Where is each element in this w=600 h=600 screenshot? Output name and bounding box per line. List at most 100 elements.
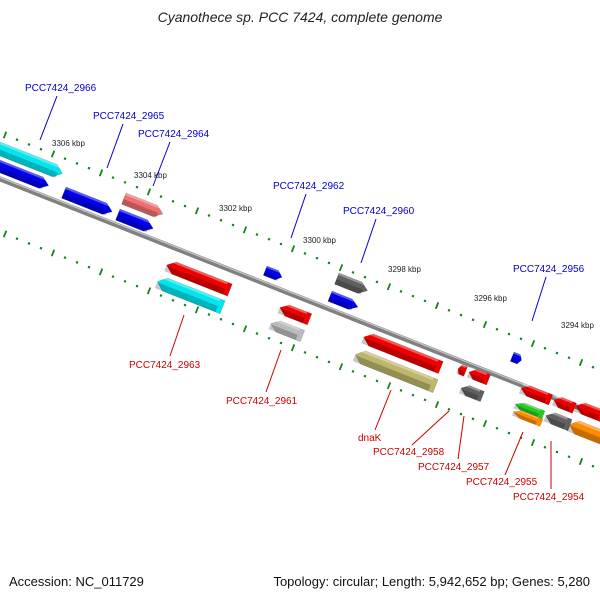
scale-tick-upper (567, 356, 571, 360)
scale-tick-lower (123, 279, 127, 283)
scale-tick-lower (242, 325, 248, 333)
scale-tick-lower (411, 393, 415, 397)
gene-PCC7424_2965 (61, 186, 113, 216)
scale-tick-upper (519, 337, 523, 341)
gene-PCC7424_2964 (121, 192, 164, 218)
gene-reverse-red (518, 383, 554, 406)
label-PCC7424_2957-leader (457, 415, 465, 460)
scale-label: 3296 kbp (474, 294, 507, 303)
scale-tick-lower (63, 256, 67, 260)
gene-dnaK (352, 348, 439, 393)
gene-reverse-red (361, 331, 444, 374)
scale-tick-lower (567, 455, 571, 459)
scale-tick-upper (267, 237, 271, 241)
gene-PCC7424_2962 (263, 265, 283, 281)
scale-tick-upper (351, 271, 355, 274)
scale-tick-lower (303, 351, 307, 354)
topology-text: Topology: circular; Length: 5,942,652 bp… (273, 574, 590, 589)
gene-reverse-red (164, 259, 233, 297)
scale-tick-lower (399, 388, 403, 392)
gene-PCC7424_2958 (456, 364, 468, 377)
label-PCC7424_2955: PCC7424_2955 (466, 477, 538, 488)
scale-tick-lower (75, 260, 79, 264)
scale-tick-upper (290, 245, 296, 253)
scale-tick-upper (183, 204, 187, 208)
gene-forward-grey (334, 272, 368, 295)
gene-reverse-red (466, 367, 491, 386)
backbone-highlight (0, 176, 600, 416)
label-PCC7424_2956: PCC7424_2956 (513, 264, 585, 275)
scale-tick-upper (231, 223, 235, 227)
scale-tick-upper (87, 166, 91, 170)
scale-label: 3302 kbp (219, 204, 252, 213)
scale-tick-lower (267, 336, 271, 340)
scale-tick-lower (50, 249, 56, 257)
scale-tick-lower (315, 355, 319, 359)
scale-tick-upper (219, 218, 223, 222)
scale-tick-upper (242, 226, 248, 234)
scale-tick-lower (111, 275, 115, 279)
scale-tick-lower (171, 298, 175, 302)
scale-tick-lower (578, 457, 584, 466)
scale-tick-lower (207, 313, 211, 316)
scale-tick-lower (146, 287, 152, 295)
gene-PCC7424_2966 (0, 139, 63, 178)
scale-tick-lower (591, 464, 595, 468)
gene-PCC7424_2960 (327, 290, 359, 311)
scale-tick-upper (434, 302, 440, 310)
scale-tick-lower (338, 363, 344, 371)
gene-PCC7424_2954 (566, 418, 600, 447)
scale-tick-lower (219, 317, 223, 321)
scale-tick-upper (399, 289, 403, 293)
scale-tick-upper (338, 264, 344, 272)
label-PCC7424_2955-leader (504, 431, 524, 476)
scale-label: 3298 kbp (388, 265, 421, 274)
scale-tick-upper (530, 339, 536, 348)
scale-tick-upper (146, 188, 152, 196)
scale-tick-upper (459, 313, 463, 317)
scale-tick-lower (386, 382, 392, 390)
scale-tick-lower (2, 230, 8, 238)
scale-tick-lower (183, 303, 187, 307)
scale-tick-lower (375, 379, 379, 383)
scale-tick-lower (543, 445, 547, 449)
scale-tick-lower (290, 344, 296, 352)
scale-tick-lower (471, 417, 475, 421)
gene-reverse-grey (543, 410, 573, 432)
scale-tick-lower (135, 284, 139, 288)
scale-tick-lower (447, 407, 451, 411)
scale-tick-lower (495, 426, 499, 430)
scale-tick-lower (98, 268, 104, 276)
gene-reverse-orange (512, 408, 544, 427)
scale-tick-upper (495, 327, 499, 331)
label-PCC7424_2963: PCC7424_2963 (129, 360, 201, 371)
scale-tick-upper (2, 131, 8, 139)
backbone-line (0, 176, 600, 419)
label-PCC7424_2958: PCC7424_2958 (373, 447, 445, 458)
gene-PCC7424_2963 (154, 275, 226, 315)
scale-tick-lower (279, 341, 283, 345)
scale-tick-upper (375, 280, 379, 284)
scale-tick-upper (255, 233, 259, 236)
label-PCC7424_2962: PCC7424_2962 (273, 181, 345, 192)
scale-label: 3300 kbp (303, 236, 336, 245)
scale-tick-lower (194, 306, 200, 314)
scale-tick-upper (423, 299, 427, 303)
scale-tick-lower (159, 294, 163, 298)
label-dnaK-leader (374, 389, 392, 431)
scale-tick-upper (75, 161, 79, 165)
scale-tick-upper (386, 283, 392, 291)
scale-tick-lower (39, 246, 43, 250)
gene-PCC7424_2957 (458, 383, 485, 403)
scale-tick-lower (27, 242, 31, 245)
map-title: Cyanothece sp. PCC 7424, complete genome (157, 9, 443, 25)
label-PCC7424_2962-leader (290, 193, 307, 239)
scale-tick-upper (591, 365, 595, 369)
scale-tick-upper (207, 214, 211, 217)
label-PCC7424_2958-leader (411, 410, 450, 446)
scale-tick-upper (194, 207, 200, 215)
scale-tick-upper (15, 138, 19, 142)
scale-tick-upper (171, 199, 175, 203)
scale-tick-lower (363, 374, 367, 378)
